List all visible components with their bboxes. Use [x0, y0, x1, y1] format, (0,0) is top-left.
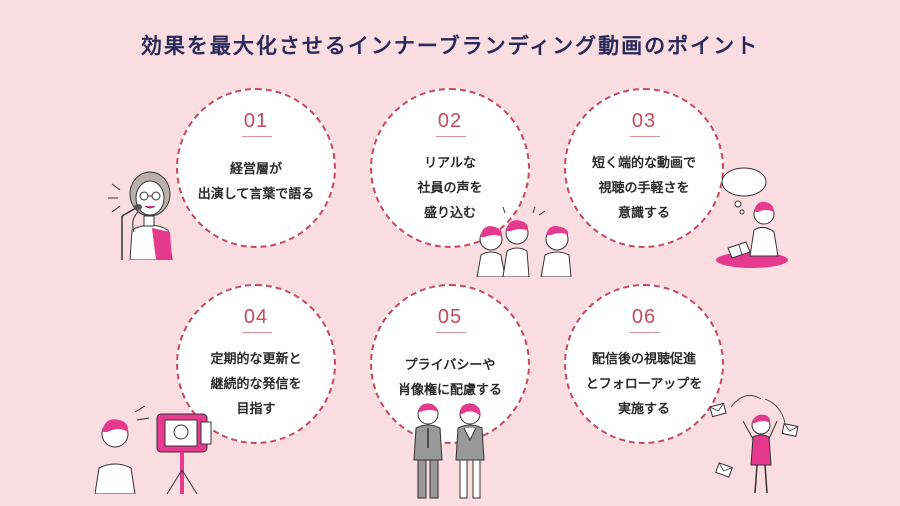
- person-reading-illustration: [716, 167, 788, 268]
- point-label-line: 実施する: [617, 401, 670, 417]
- number-underline: [242, 136, 272, 137]
- point-label-line: プライバシーや: [404, 358, 496, 373]
- point-label: プライバシーや 肖像権に配慮する: [372, 338, 528, 418]
- point-label-line: 意識する: [617, 205, 670, 221]
- point-label-line: 社員の声を: [417, 180, 483, 196]
- number-underline: [436, 136, 466, 137]
- executive-speaker-illustration: [108, 171, 173, 260]
- mail-distribution-illustration: [709, 395, 799, 494]
- point-card-02: 02 リアルな 社員の声を 盛り込む: [370, 88, 530, 248]
- point-label-line: 短く端的な動画で: [591, 155, 696, 171]
- point-number: 06: [631, 306, 657, 328]
- point-label-line: 盛り込む: [423, 205, 476, 221]
- point-label-line: 定期的な更新と: [210, 351, 302, 367]
- point-card-01: 01 経営層が 出演して言葉で語る: [176, 88, 336, 248]
- point-label-line: 継続的な発信を: [210, 376, 302, 392]
- point-label-line: 出演して言葉で語る: [197, 187, 315, 202]
- point-card-03: 03 短く端的な動画で 視聴の手軽さを 意識する: [564, 88, 724, 248]
- employees-talking-illustration: [476, 206, 572, 277]
- point-label: 定期的な更新と 継続的な発信を 目指す: [178, 344, 334, 424]
- video-filming-illustration: [95, 405, 212, 494]
- point-number: 04: [243, 306, 269, 328]
- point-label-line: 視聴の手軽さを: [598, 180, 690, 196]
- number-underline: [242, 332, 272, 333]
- business-people-illustration: [413, 403, 485, 499]
- point-number: 05: [437, 306, 463, 328]
- point-label-line: 肖像権に配慮する: [397, 383, 502, 398]
- point-label-line: 経営層が: [229, 162, 282, 177]
- point-label-line: 配信後の視聴促進: [591, 351, 696, 367]
- point-label: 経営層が 出演して言葉で語る: [178, 142, 334, 222]
- point-number: 02: [437, 110, 463, 132]
- point-label-line: リアルな: [424, 155, 476, 171]
- point-label: 配信後の視聴促進 とフォローアップを 実施する: [566, 344, 722, 424]
- point-label-line: 目指す: [236, 401, 276, 417]
- number-underline: [436, 332, 466, 333]
- point-card-06: 06 配信後の視聴促進 とフォローアップを 実施する: [564, 284, 724, 444]
- point-card-05: 05 プライバシーや 肖像権に配慮する: [370, 284, 530, 444]
- number-underline: [630, 136, 660, 137]
- point-number: 03: [631, 110, 657, 132]
- point-label: リアルな 社員の声を 盛り込む: [372, 148, 528, 228]
- page-title: 効果を最大化させるインナーブランディング動画のポイント: [140, 34, 760, 58]
- point-label: 短く端的な動画で 視聴の手軽さを 意識する: [566, 148, 722, 228]
- number-underline: [630, 332, 660, 333]
- point-number: 01: [243, 110, 269, 132]
- point-label-line: とフォローアップを: [585, 376, 703, 392]
